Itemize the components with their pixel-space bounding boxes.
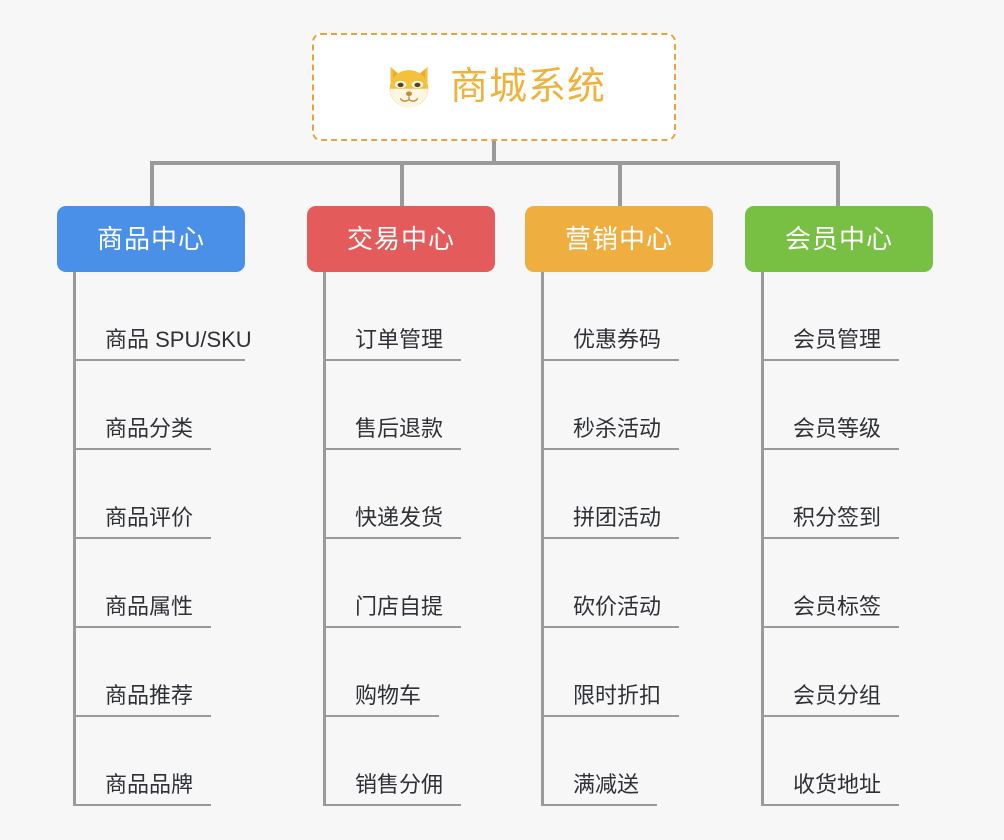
connector-drop-1 (150, 161, 154, 207)
leaf-label: 商品 SPU/SKU (105, 327, 252, 352)
list-item[interactable]: 秒杀活动 (544, 361, 713, 450)
list-item[interactable]: 积分签到 (764, 450, 933, 539)
leaf-label: 购物车 (355, 683, 422, 708)
list-item[interactable]: 商品评价 (76, 450, 245, 539)
leaf-label: 商品品牌 (105, 772, 194, 797)
leaf-label: 商品推荐 (105, 683, 194, 708)
list-item[interactable]: 售后退款 (326, 361, 495, 450)
list-item[interactable]: 会员分组 (764, 628, 933, 717)
leaf-label: 砍价活动 (573, 594, 662, 619)
branch-column-4: 会员中心 会员管理 会员等级 积分签到 会员标签 会员分组 收货地址 (745, 206, 933, 806)
leaf-label: 会员分组 (793, 683, 882, 708)
list-item[interactable]: 商品品牌 (76, 717, 245, 806)
leaf-list-3: 优惠券码 秒杀活动 拼团活动 砍价活动 限时折扣 满减送 (541, 272, 713, 806)
category-label-2: 交易中心 (346, 224, 455, 254)
connector-root-stem (492, 141, 496, 164)
list-item[interactable]: 会员管理 (764, 272, 933, 361)
leaf-label: 拼团活动 (573, 505, 662, 530)
list-item[interactable]: 订单管理 (326, 272, 495, 361)
category-label-1: 商品中心 (96, 224, 205, 254)
leaf-label: 积分签到 (793, 505, 882, 530)
leaf-label: 商品分类 (105, 416, 194, 441)
list-item[interactable]: 优惠券码 (544, 272, 713, 361)
leaf-list-4: 会员管理 会员等级 积分签到 会员标签 会员分组 收货地址 (761, 272, 933, 806)
list-item[interactable]: 满减送 (544, 717, 713, 806)
list-item[interactable]: 限时折扣 (544, 628, 713, 717)
branch-column-3: 营销中心 优惠券码 秒杀活动 拼团活动 砍价活动 限时折扣 满减送 (525, 206, 713, 806)
category-card-4[interactable]: 会员中心 (745, 206, 933, 272)
category-card-2[interactable]: 交易中心 (307, 206, 495, 272)
category-card-3[interactable]: 营销中心 (525, 206, 713, 272)
category-card-1[interactable]: 商品中心 (57, 206, 245, 272)
leaf-label: 满减送 (573, 772, 640, 797)
list-item[interactable]: 快递发货 (326, 450, 495, 539)
connector-drop-4 (836, 161, 840, 207)
list-item[interactable]: 砍价活动 (544, 539, 713, 628)
leaf-label: 售后退款 (355, 416, 444, 441)
category-label-3: 营销中心 (564, 224, 673, 254)
list-item[interactable]: 购物车 (326, 628, 495, 717)
list-item[interactable]: 商品分类 (76, 361, 245, 450)
leaf-label: 商品属性 (105, 594, 194, 619)
connector-drop-2 (400, 161, 404, 207)
list-item[interactable]: 收货地址 (764, 717, 933, 806)
category-label-4: 会员中心 (784, 224, 893, 254)
leaf-label: 会员等级 (793, 416, 882, 441)
list-item[interactable]: 商品推荐 (76, 628, 245, 717)
leaf-label: 限时折扣 (573, 683, 662, 708)
root-node[interactable]: 商城系统 (312, 33, 676, 141)
list-item[interactable]: 会员标签 (764, 539, 933, 628)
list-item[interactable]: 商品 SPU/SKU (76, 272, 252, 361)
connector-drop-3 (618, 161, 622, 207)
leaf-label: 收货地址 (793, 772, 882, 797)
leaf-label: 商品评价 (105, 505, 194, 530)
leaf-label: 门店自提 (355, 594, 444, 619)
list-item[interactable]: 拼团活动 (544, 450, 713, 539)
list-item[interactable]: 销售分佣 (326, 717, 495, 806)
leaf-label: 优惠券码 (573, 327, 662, 352)
list-item[interactable]: 会员等级 (764, 361, 933, 450)
branch-column-1: 商品中心 商品 SPU/SKU 商品分类 商品评价 商品属性 商品推荐 商品品牌 (57, 206, 252, 806)
leaf-label: 会员管理 (793, 327, 882, 352)
leaf-label: 销售分佣 (355, 772, 444, 797)
list-item[interactable]: 商品属性 (76, 539, 245, 628)
leaf-list-1: 商品 SPU/SKU 商品分类 商品评价 商品属性 商品推荐 商品品牌 (73, 272, 252, 806)
leaf-list-2: 订单管理 售后退款 快递发货 门店自提 购物车 销售分佣 (323, 272, 495, 806)
root-title: 商城系统 (449, 66, 606, 108)
shiba-dog-face-icon (389, 66, 429, 108)
connector-horizontal-bar (150, 161, 840, 165)
leaf-label: 快递发货 (355, 505, 444, 530)
leaf-label: 订单管理 (355, 327, 444, 352)
list-item[interactable]: 门店自提 (326, 539, 495, 628)
branch-column-2: 交易中心 订单管理 售后退款 快递发货 门店自提 购物车 销售分佣 (307, 206, 495, 806)
leaf-label: 会员标签 (793, 594, 882, 619)
leaf-label: 秒杀活动 (573, 416, 662, 441)
